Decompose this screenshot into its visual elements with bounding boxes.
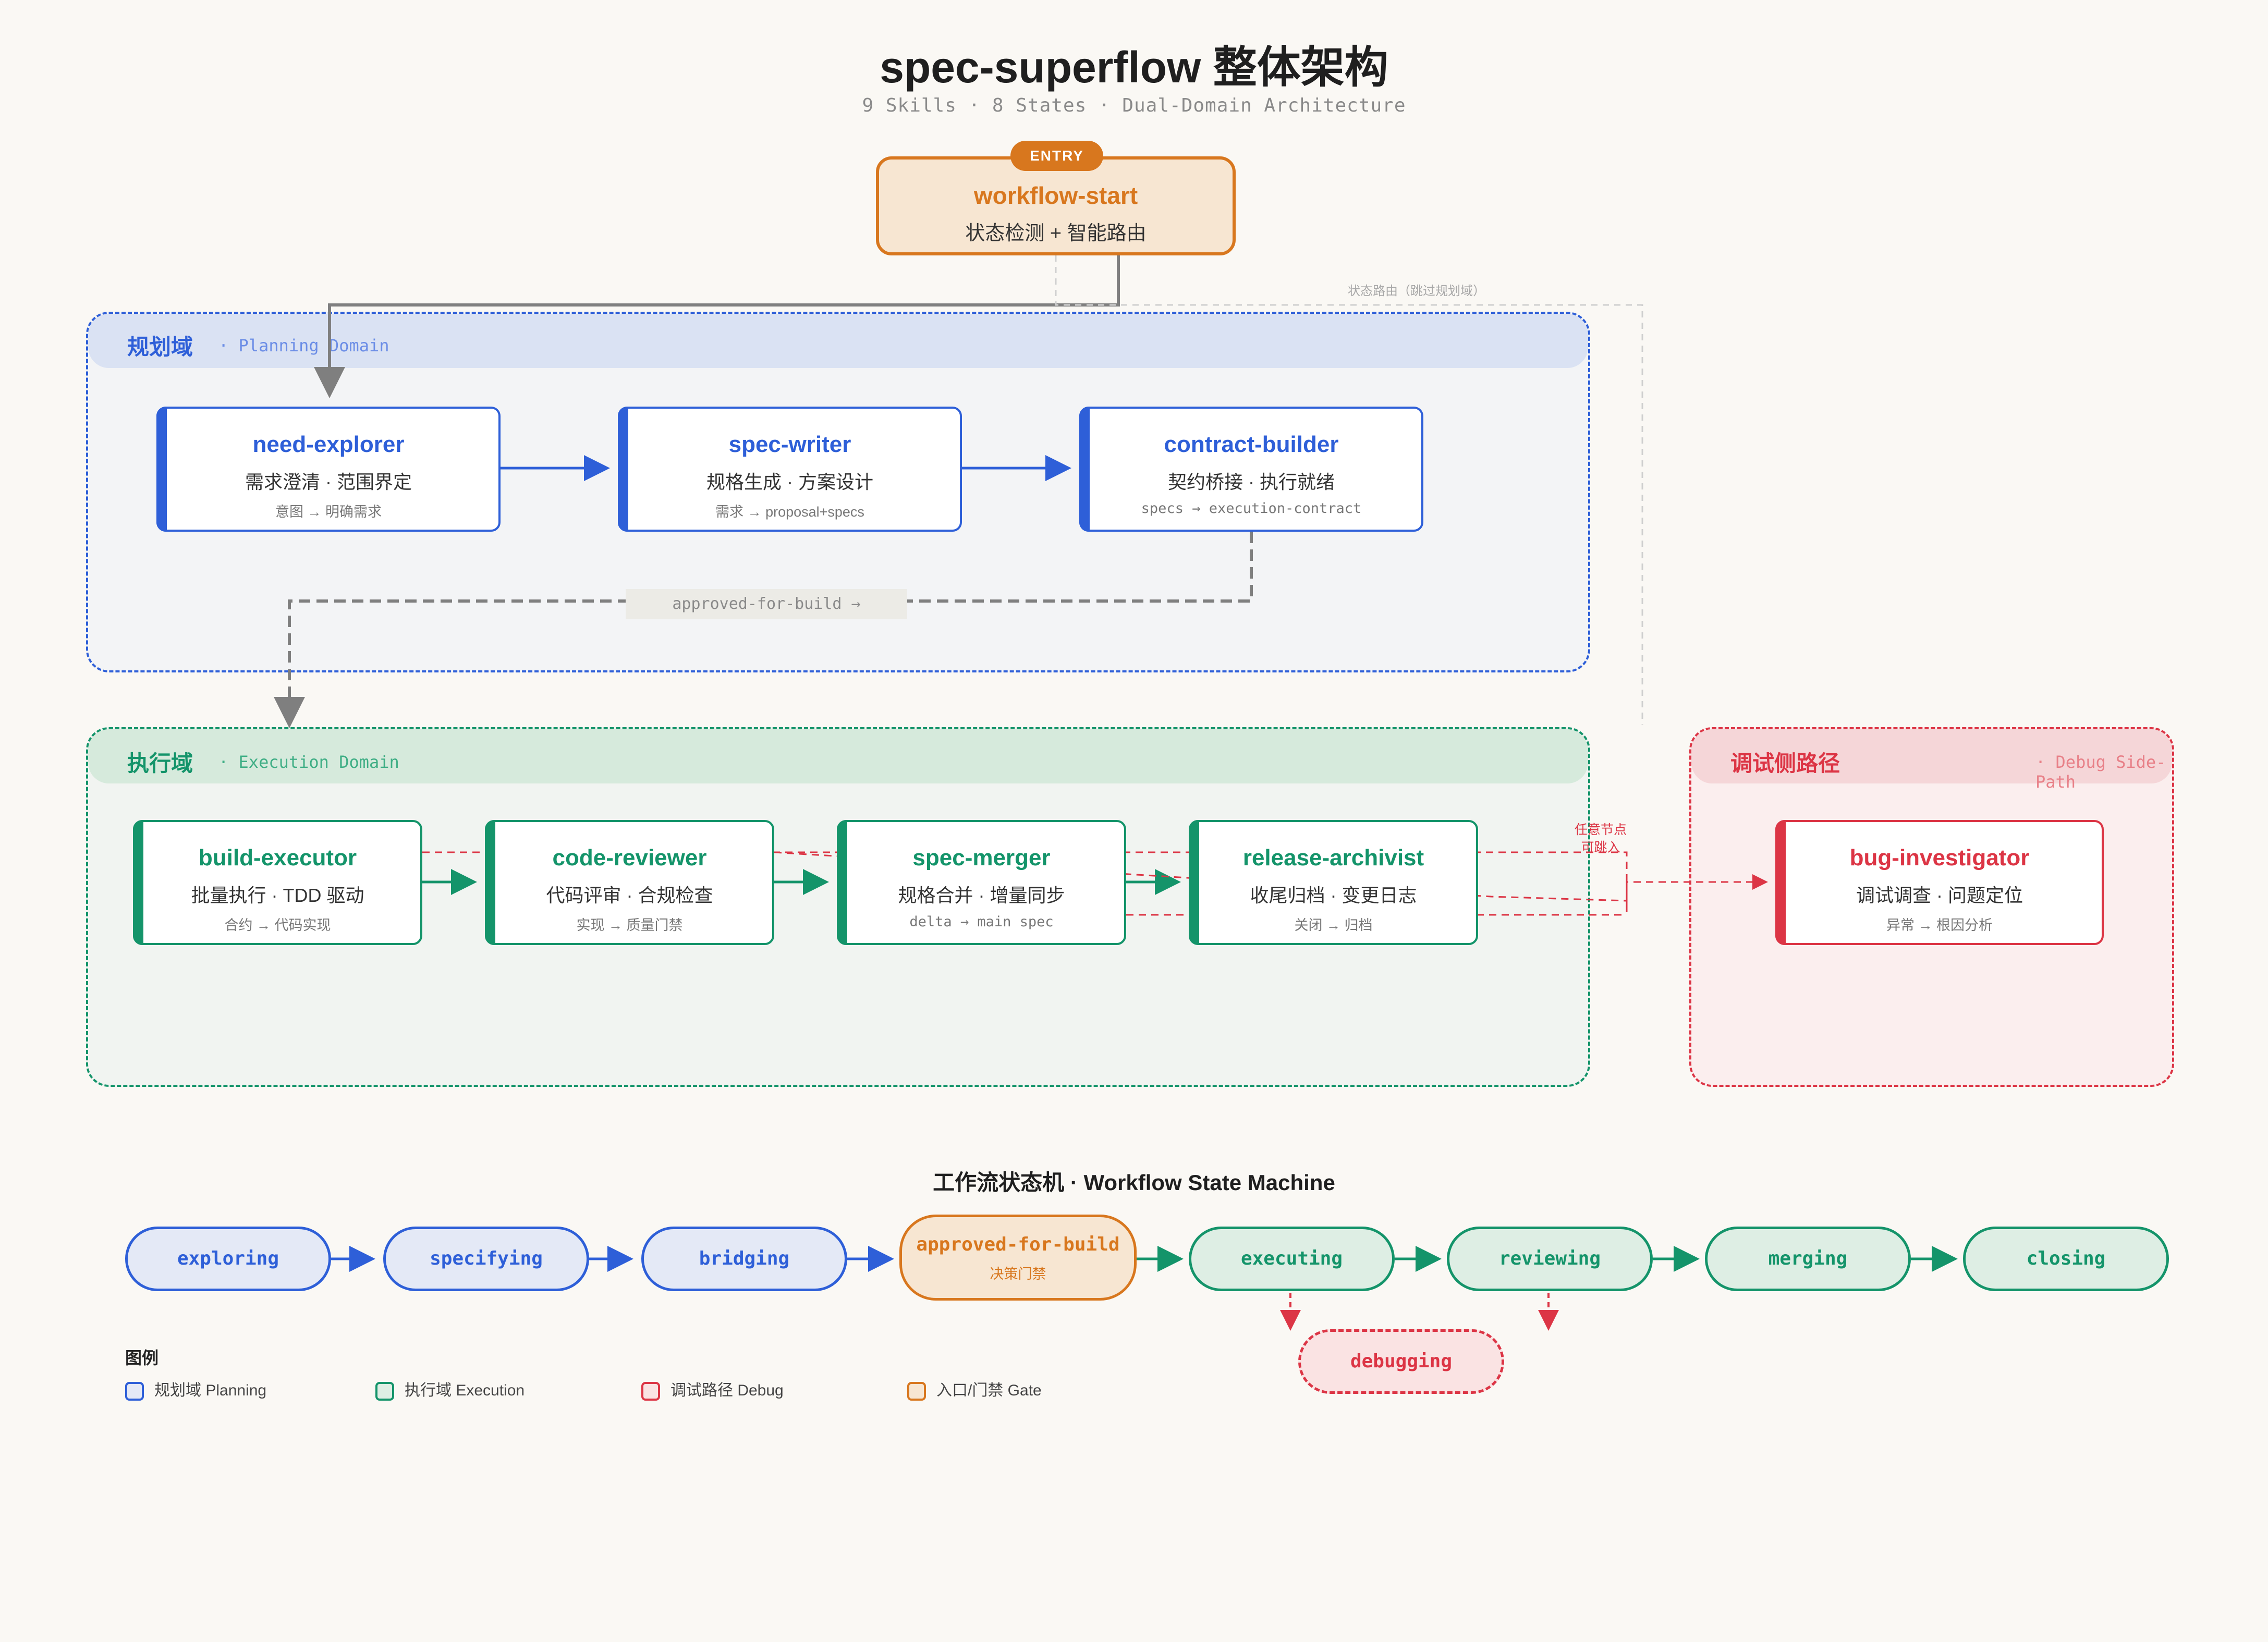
approved-edge-label: approved-for-build → — [626, 589, 907, 619]
skill-build-executor[interactable]: build-executor 批量执行 · TDD 驱动 合约 → 代码实现 — [133, 820, 422, 945]
skill-desc: 代码评审 · 合规检查 — [546, 885, 713, 906]
skill-contract: 实现 → 质量门禁 — [576, 917, 683, 933]
skill-accent-bar — [618, 407, 628, 532]
legend-swatch-gate — [907, 1382, 926, 1401]
state-route-label: 状态路由（跳过规划域） — [1348, 284, 1485, 298]
skill-release-archivist[interactable]: release-archivist 收尾归档 · 变更日志 关闭 → 归档 — [1189, 820, 1478, 945]
skill-contract: specs → execution-contract — [1141, 500, 1362, 517]
state-machine-title: 工作流状态机 · Workflow State Machine — [933, 1170, 1335, 1195]
entry-badge: ENTRY — [1010, 141, 1103, 171]
skill-desc: 需求澄清 · 范围界定 — [245, 471, 412, 493]
state-executing[interactable]: executing — [1189, 1227, 1395, 1291]
legend-label: 执行域 Execution — [405, 1382, 525, 1399]
legend-item-execution: 执行域 Execution — [375, 1377, 525, 1401]
skill-accent-bar — [1079, 407, 1090, 532]
skill-contract: 需求 → proposal+specs — [715, 504, 864, 520]
skill-contract: delta → main spec — [909, 914, 1054, 930]
state-merging[interactable]: merging — [1705, 1227, 1911, 1291]
gate-note: 决策门禁 — [990, 1266, 1046, 1282]
legend-swatch-planning — [125, 1382, 144, 1401]
skill-desc: 规格合并 · 增量同步 — [898, 885, 1065, 906]
debug-domain-label: 调试侧路径 — [1730, 751, 1840, 776]
entry-node-workflow-start[interactable]: workflow-start 状态检测 + 智能路由 — [876, 156, 1236, 255]
state-approved-for-build[interactable]: approved-for-build 决策门禁 — [899, 1215, 1137, 1301]
execution-domain-label: 执行域 — [127, 751, 193, 776]
legend-item-gate: 入口/门禁 Gate — [907, 1377, 1042, 1401]
state-bridging[interactable]: bridging — [641, 1227, 847, 1291]
execution-domain-subtitle: · Execution Domain — [218, 752, 399, 772]
legend-item-planning: 规划域 Planning — [125, 1377, 266, 1401]
skill-contract-builder[interactable]: contract-builder 契约桥接 · 执行就绪 specs → exe… — [1079, 407, 1423, 532]
skill-name: contract-builder — [1164, 432, 1339, 457]
entry-name: workflow-start — [973, 182, 1138, 209]
skill-accent-bar — [485, 820, 495, 945]
skill-desc: 规格生成 · 方案设计 — [706, 471, 873, 493]
skill-spec-merger[interactable]: spec-merger 规格合并 · 增量同步 delta → main spe… — [837, 820, 1126, 945]
skill-need-explorer[interactable]: need-explorer 需求澄清 · 范围界定 意图 → 明确需求 — [156, 407, 501, 532]
legend-label: 调试路径 Debug — [670, 1382, 784, 1399]
any-node-label: 任意节点可跳入 — [1574, 823, 1627, 855]
state-exploring[interactable]: exploring — [125, 1227, 331, 1291]
skill-accent-bar — [133, 820, 143, 945]
state-name: approved-for-build — [916, 1234, 1120, 1255]
legend-swatch-execution — [375, 1382, 394, 1401]
skill-name: release-archivist — [1242, 845, 1424, 871]
skill-code-reviewer[interactable]: code-reviewer 代码评审 · 合规检查 实现 → 质量门禁 — [485, 820, 774, 945]
state-specifying[interactable]: specifying — [383, 1227, 589, 1291]
skill-name: need-explorer — [252, 432, 405, 457]
page-title: spec-superflow 整体架构 — [880, 43, 1388, 92]
skill-desc: 批量执行 · TDD 驱动 — [191, 885, 364, 906]
skill-name: spec-writer — [728, 432, 851, 457]
entry-desc: 状态检测 + 智能路由 — [965, 223, 1147, 244]
skill-accent-bar — [1775, 820, 1786, 945]
legend-swatch-debug — [641, 1382, 660, 1401]
skill-spec-writer[interactable]: spec-writer 规格生成 · 方案设计 需求 → proposal+sp… — [618, 407, 962, 532]
state-reviewing[interactable]: reviewing — [1447, 1227, 1653, 1291]
state-closing[interactable]: closing — [1963, 1227, 2169, 1291]
skill-accent-bar — [837, 820, 847, 945]
debug-domain-header — [1691, 729, 2172, 783]
skill-contract: 意图 → 明确需求 — [275, 504, 382, 520]
skill-contract: 合约 → 代码实现 — [224, 917, 331, 933]
skill-name: spec-merger — [912, 845, 1051, 871]
skill-accent-bar — [156, 407, 167, 532]
page-subtitle: 9 Skills · 8 States · Dual-Domain Archit… — [862, 95, 1406, 116]
skill-name: build-executor — [198, 845, 357, 871]
skill-desc: 收尾归档 · 变更日志 — [1250, 885, 1417, 906]
skill-desc: 契约桥接 · 执行就绪 — [1168, 471, 1335, 493]
skill-contract: 异常 → 根因分析 — [1886, 917, 1993, 933]
legend-title: 图例 — [125, 1349, 159, 1367]
skill-desc: 调试调查 · 问题定位 — [1856, 885, 2023, 906]
planning-domain-subtitle: · Planning Domain — [218, 336, 389, 356]
skill-contract: 关闭 → 归档 — [1294, 917, 1373, 933]
legend-label: 规划域 Planning — [154, 1382, 267, 1399]
skill-bug-investigator[interactable]: bug-investigator 调试调查 · 问题定位 异常 → 根因分析 — [1775, 820, 2104, 945]
legend-label: 入口/门禁 Gate — [936, 1382, 1042, 1399]
edge-entry-to-need-explorer — [314, 255, 1120, 398]
planning-domain-header — [88, 314, 1588, 368]
legend-item-debug: 调试路径 Debug — [641, 1377, 784, 1401]
planning-domain-label: 规划域 — [127, 335, 193, 359]
skill-name: code-reviewer — [552, 845, 707, 871]
edge-state-route — [1055, 255, 1643, 725]
state-debugging[interactable]: debugging — [1298, 1329, 1504, 1394]
debug-domain-subtitle: · Debug Side-Path — [2035, 752, 2166, 792]
skill-accent-bar — [1189, 820, 1199, 945]
skill-name: bug-investigator — [1849, 845, 2030, 871]
execution-domain-header — [88, 729, 1588, 783]
edge-approved-for-build — [274, 532, 1253, 728]
